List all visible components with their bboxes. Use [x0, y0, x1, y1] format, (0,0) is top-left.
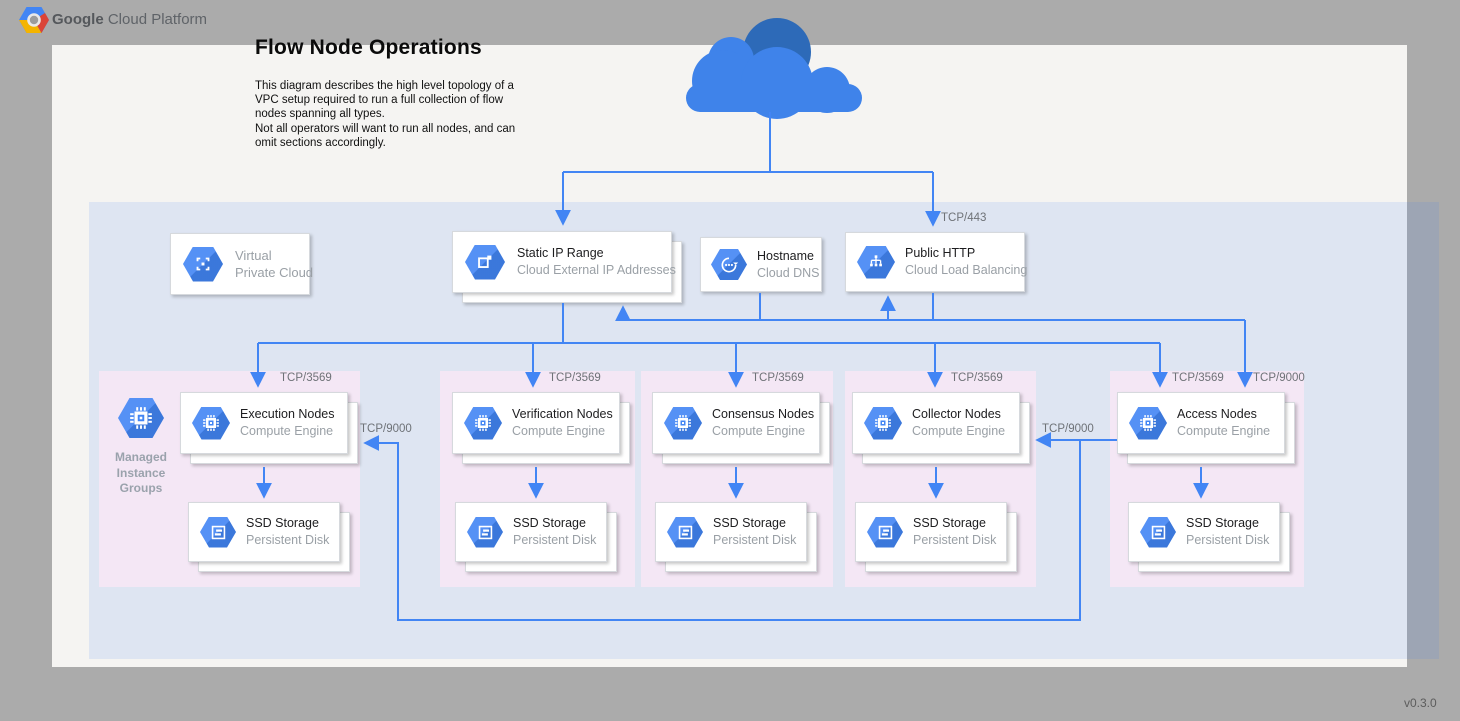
verification-port-label: TCP/3569	[549, 372, 601, 384]
persistent-disk-icon	[467, 516, 503, 548]
persistent-disk-icon	[667, 516, 703, 548]
ssd-storage-card-collector: SSD Storage Persistent Disk	[855, 502, 1007, 562]
ssd-storage-card-consensus: SSD Storage Persistent Disk	[655, 502, 807, 562]
ssd-subtitle: Persistent Disk	[1186, 533, 1270, 547]
public-http-card: Public HTTP Cloud Load Balancing	[845, 232, 1028, 292]
ssd-storage-card-access: SSD Storage Persistent Disk	[1128, 502, 1280, 562]
compute-engine-icon	[864, 406, 902, 440]
static-ip-title: Static IP Range	[517, 246, 604, 260]
verification-nodes-subtitle: Compute Engine	[512, 424, 606, 438]
persistent-disk-icon	[1140, 516, 1176, 548]
ssd-storage-card-verification: SSD Storage Persistent Disk	[455, 502, 607, 562]
diagram-title: Flow Node Operations	[255, 36, 482, 59]
ssd-subtitle: Persistent Disk	[713, 533, 797, 547]
access-port-label: TCP/3569	[1172, 372, 1224, 384]
public-http-title: Public HTTP	[905, 246, 976, 260]
collector-nodes-subtitle: Compute Engine	[912, 424, 1006, 438]
consensus-port-label: TCP/3569	[752, 372, 804, 384]
gcp-logo-icon	[19, 7, 49, 33]
compute-engine-icon	[464, 406, 502, 440]
ssd-subtitle: Persistent Disk	[246, 533, 330, 547]
vpc-card-line2: Private Cloud	[235, 265, 314, 280]
ssd-title: SSD Storage	[513, 516, 586, 530]
ssd-title: SSD Storage	[913, 516, 986, 530]
ssd-title: SSD Storage	[246, 516, 319, 530]
consensus-nodes-card: Consensus Nodes Compute Engine	[652, 392, 820, 454]
execution-nodes-title: Execution Nodes	[240, 407, 335, 421]
vpc-card: Virtual Private Cloud	[170, 233, 314, 295]
collector-nodes-card: Collector Nodes Compute Engine	[852, 392, 1020, 454]
cloud-dns-icon	[711, 249, 747, 280]
access-port2-label: TCP/9000	[1253, 372, 1305, 384]
compute-engine-icon	[192, 406, 230, 440]
access-nodes-subtitle: Compute Engine	[1177, 424, 1271, 438]
collector-port-label: TCP/3569	[951, 372, 1003, 384]
persistent-disk-icon	[867, 516, 903, 548]
version-label: v0.3.0	[1404, 696, 1437, 710]
external-ip-icon	[465, 244, 505, 280]
vpc-icon	[183, 246, 223, 282]
ssd-title: SSD Storage	[713, 516, 786, 530]
verification-nodes-card: Verification Nodes Compute Engine	[452, 392, 620, 454]
tcp443-label: TCP/443	[941, 212, 987, 224]
execution-nodes-card: Execution Nodes Compute Engine	[180, 392, 348, 454]
persistent-disk-icon	[200, 516, 236, 548]
collector-nodes-title: Collector Nodes	[912, 407, 1001, 421]
brand-google: Google	[52, 11, 104, 28]
load-balancing-icon	[857, 245, 895, 279]
diagram-description: This diagram describes the high level to…	[255, 80, 516, 149]
brand-text: Google Cloud Platform	[52, 11, 207, 28]
execution-port-label: TCP/3569	[280, 372, 332, 384]
ssd-storage-card-execution: SSD Storage Persistent Disk	[188, 502, 340, 562]
access-nodes-card: Access Nodes Compute Engine	[1117, 392, 1285, 454]
public-http-subtitle: Cloud Load Balancing	[905, 263, 1028, 277]
hostname-subtitle: Cloud DNS	[757, 265, 820, 280]
managed-instance-groups-label: Managed Instance Groups	[114, 450, 167, 495]
ssd-subtitle: Persistent Disk	[513, 533, 597, 547]
ssd-title: SSD Storage	[1186, 516, 1259, 530]
collector-peer-label: TCP/9000	[1042, 423, 1094, 435]
ssd-subtitle: Persistent Disk	[913, 533, 997, 547]
hostname-title: Hostname	[757, 248, 814, 263]
compute-engine-icon	[664, 406, 702, 440]
access-nodes-title: Access Nodes	[1177, 407, 1257, 421]
static-ip-card: Static IP Range Cloud External IP Addres…	[452, 231, 676, 293]
consensus-nodes-subtitle: Compute Engine	[712, 424, 806, 438]
consensus-nodes-title: Consensus Nodes	[712, 407, 815, 421]
execution-peer-label: TCP/9000	[360, 423, 412, 435]
static-ip-subtitle: Cloud External IP Addresses	[517, 263, 676, 277]
compute-engine-icon	[1129, 406, 1167, 440]
execution-nodes-subtitle: Compute Engine	[240, 424, 334, 438]
brand-cloud-platform: Cloud Platform	[103, 11, 208, 28]
verification-nodes-title: Verification Nodes	[512, 407, 613, 421]
hostname-card: Hostname Cloud DNS	[700, 237, 822, 292]
vpc-card-line1: Virtual	[235, 248, 272, 263]
